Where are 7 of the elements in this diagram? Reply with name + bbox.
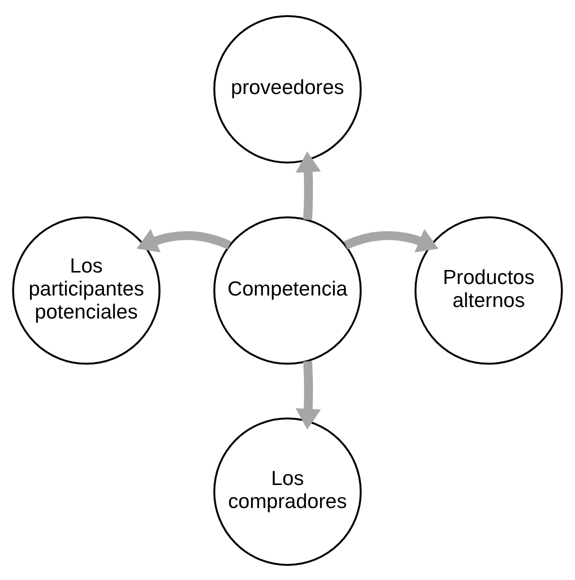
arrow xyxy=(296,360,321,429)
node-circle: Competencia xyxy=(213,216,362,364)
arrow xyxy=(136,228,232,252)
node-circle: Los compradores xyxy=(213,417,362,566)
arrow xyxy=(344,228,438,252)
arrow xyxy=(296,151,321,220)
node-circle: proveedores xyxy=(213,14,362,163)
